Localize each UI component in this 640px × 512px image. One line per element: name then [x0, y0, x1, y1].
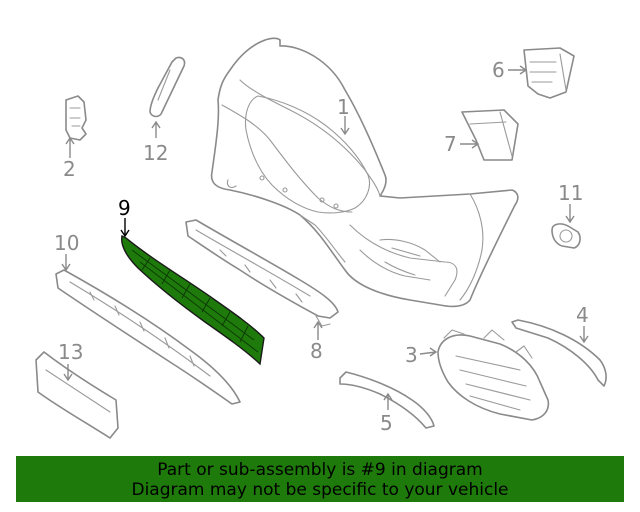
part-5-trim-strip — [339, 371, 435, 429]
callout-1: 1 — [337, 95, 350, 119]
callout-5: 5 — [380, 411, 393, 435]
part-10-lower-trim — [55, 269, 241, 405]
callout-6: 6 — [492, 58, 505, 82]
arrow-11 — [565, 204, 575, 224]
arrow-7 — [460, 139, 480, 149]
part-9-lower-grille — [121, 234, 265, 366]
part-12-trim-strip — [149, 56, 186, 118]
banner-line-1: Part or sub-assembly is #9 in diagram — [157, 460, 483, 480]
part-2-bracket — [65, 95, 87, 141]
part-7-bracket — [461, 109, 519, 161]
callout-11: 11 — [558, 181, 583, 205]
callout-3: 3 — [405, 343, 418, 367]
info-banner: Part or sub-assembly is #9 in diagram Di… — [16, 456, 624, 502]
arrow-10 — [61, 254, 71, 272]
part-3-fog-bezel — [437, 329, 550, 421]
part-4-trim-strip — [511, 319, 607, 387]
arrow-6 — [508, 65, 528, 75]
callout-13: 13 — [58, 340, 83, 364]
parts-diagram: 1 2 3 4 5 6 7 8 9 10 11 12 13 — [35, 37, 607, 439]
part-13-license-bracket — [35, 351, 119, 439]
callout-7: 7 — [444, 132, 457, 156]
arrow-4 — [579, 326, 589, 344]
arrow-1 — [340, 116, 350, 136]
arrow-2 — [65, 136, 75, 158]
part-11-sensor — [551, 223, 581, 249]
banner-line-2: Diagram may not be specific to your vehi… — [131, 480, 509, 500]
callout-8: 8 — [310, 339, 323, 363]
callout-12: 12 — [143, 141, 168, 165]
callout-9: 9 — [118, 196, 131, 220]
arrow-5 — [383, 392, 393, 410]
part-8-lower-support — [185, 219, 339, 327]
arrow-8 — [313, 320, 323, 340]
callout-2: 2 — [63, 157, 76, 181]
callout-10: 10 — [54, 231, 79, 255]
part-6-bracket — [523, 47, 575, 99]
arrow-3 — [419, 347, 438, 357]
arrow-13 — [63, 364, 73, 382]
arrow-12 — [151, 120, 161, 138]
arrow-9 — [120, 218, 130, 238]
callout-4: 4 — [576, 303, 589, 327]
part-1-bumper-cover — [210, 37, 519, 308]
